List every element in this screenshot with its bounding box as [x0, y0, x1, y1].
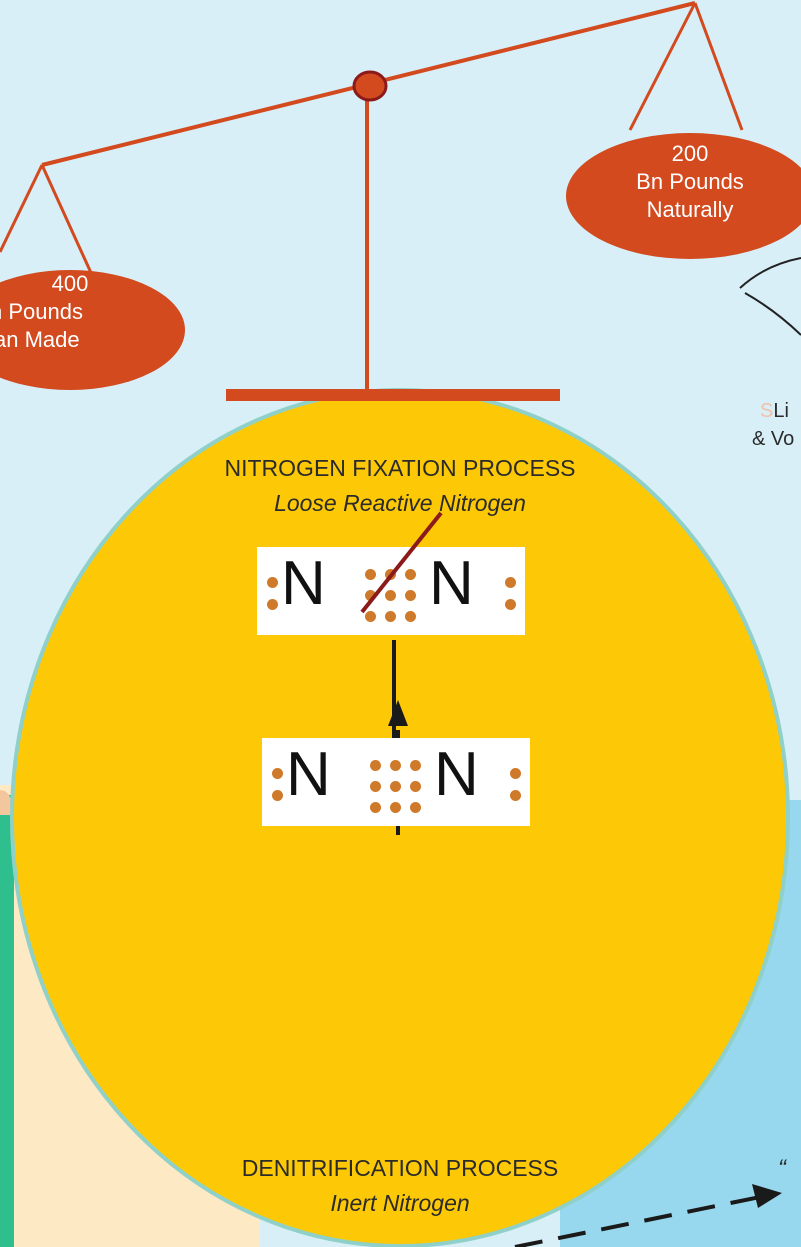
denitrification-title: DENITRIFICATION PROCESS	[241, 1155, 559, 1181]
right-weight	[566, 133, 801, 259]
fixation-subtitle: Loose Reactive Nitrogen	[274, 490, 526, 516]
inert-nitrogen-box: N N	[262, 738, 530, 826]
scale-pivot	[352, 70, 388, 102]
denitrification-subtitle: Inert Nitrogen	[330, 1190, 470, 1216]
scale-base	[226, 389, 560, 401]
nitrogen-atom-left: N	[286, 740, 331, 809]
nitrogen-atom-right: N	[429, 549, 474, 618]
nitrogen-atom-left: N	[281, 549, 326, 618]
nitrogen-atom-right: N	[434, 740, 479, 809]
right-weight-label: 200 Bn Pounds Naturally	[636, 141, 744, 222]
fixation-title: NITROGEN FIXATION PROCESS	[224, 455, 576, 481]
right-edge-text-2: & Vo	[752, 428, 795, 450]
right-edge-text-1: SLi	[760, 400, 789, 422]
left-weight-label: 400 n Pounds an Made	[0, 271, 89, 352]
reactive-nitrogen-molecule: N N	[257, 547, 525, 635]
green-bar	[0, 795, 14, 1247]
quote-mark: “	[778, 1155, 786, 1182]
left-weight	[0, 270, 185, 390]
